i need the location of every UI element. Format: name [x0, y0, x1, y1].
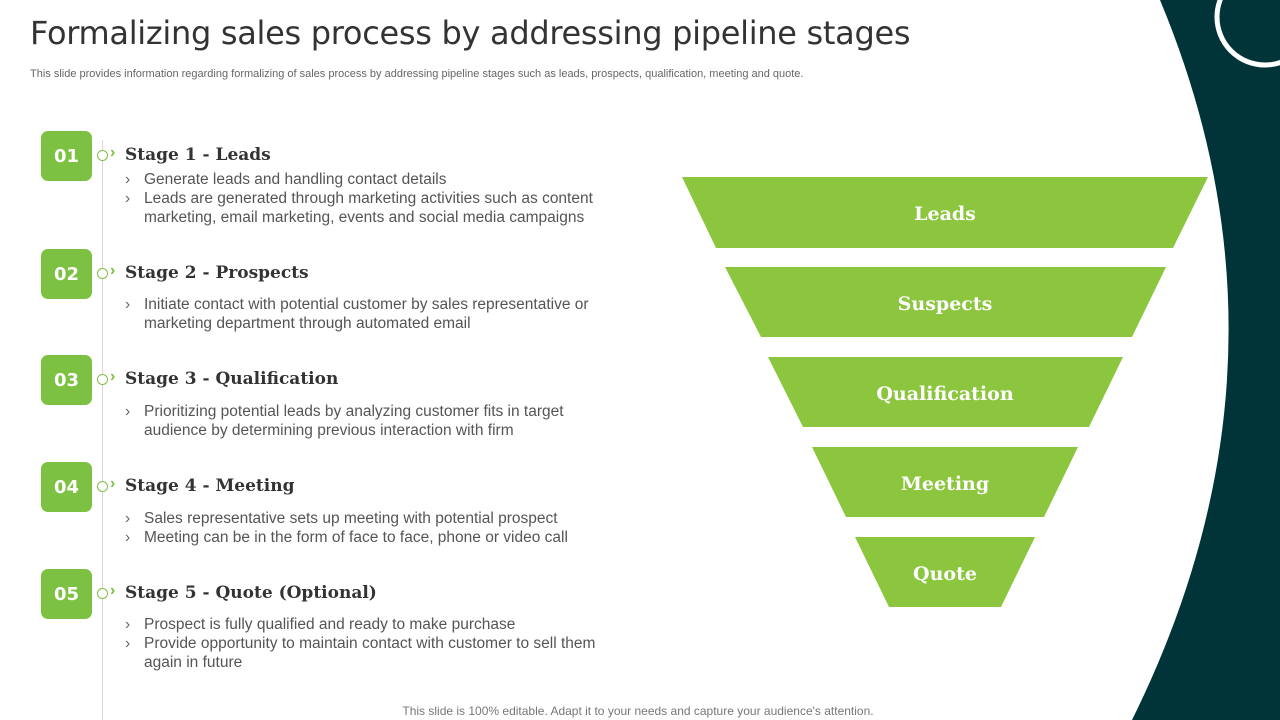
stage-number-badge: 04: [41, 462, 92, 512]
stage-bullet: ›Sales representative sets up meeting wi…: [125, 510, 558, 527]
stage-number-badge: 05: [41, 569, 92, 619]
funnel-level-qualification: Qualification: [768, 357, 1123, 427]
page-subtitle: This slide provides information regardin…: [30, 68, 804, 80]
chevron-right-icon: ›: [110, 582, 116, 599]
stage-bullet: ›Leads are generated through marketing a…: [125, 190, 593, 226]
stage-number-badge: 01: [41, 131, 92, 181]
stage-number-badge: 02: [41, 249, 92, 299]
chevron-right-icon: ›: [110, 475, 116, 492]
chevron-right-icon: ›: [110, 368, 116, 385]
page-title: Formalizing sales process by addressing …: [30, 14, 911, 52]
stage-number-badge: 03: [41, 355, 92, 405]
stage-title: Stage 1 - Leads: [125, 145, 271, 165]
stage-bullet: ›Initiate contact with potential custome…: [125, 296, 589, 332]
stage-bullet: ›Meeting can be in the form of face to f…: [125, 529, 568, 546]
footer-note: This slide is 100% editable. Adapt it to…: [402, 704, 874, 718]
chevron-right-icon: ›: [110, 144, 116, 161]
stage-bullet: ›Generate leads and handling contact det…: [125, 171, 447, 188]
timeline-dot: [97, 588, 108, 599]
stage-title: Stage 5 - Quote (Optional): [125, 583, 377, 603]
chevron-right-icon: ›: [110, 262, 116, 279]
funnel-label: Meeting: [901, 473, 989, 495]
stage-bullet: ›Provide opportunity to maintain contact…: [125, 635, 596, 671]
stage-bullet: ›Prioritizing potential leads by analyzi…: [125, 403, 564, 439]
timeline-dot: [97, 150, 108, 161]
funnel-label: Suspects: [898, 293, 993, 315]
funnel-level-meeting: Meeting: [812, 447, 1078, 517]
timeline-dot: [97, 268, 108, 279]
stage-bullet: ›Prospect is fully qualified and ready t…: [125, 616, 516, 633]
timeline-dot: [97, 374, 108, 385]
funnel-level-leads: Leads: [682, 177, 1208, 248]
stage-title: Stage 3 - Qualification: [125, 369, 339, 389]
stage-title: Stage 4 - Meeting: [125, 476, 295, 496]
timeline-dot: [97, 481, 108, 492]
funnel-label: Qualification: [876, 383, 1013, 405]
funnel-label: Leads: [914, 203, 976, 225]
timeline-line: [102, 140, 103, 720]
stage-title: Stage 2 - Prospects: [125, 263, 309, 283]
funnel-label: Quote: [913, 563, 977, 585]
funnel-level-suspects: Suspects: [725, 267, 1166, 337]
funnel-level-quote: Quote: [855, 537, 1035, 607]
